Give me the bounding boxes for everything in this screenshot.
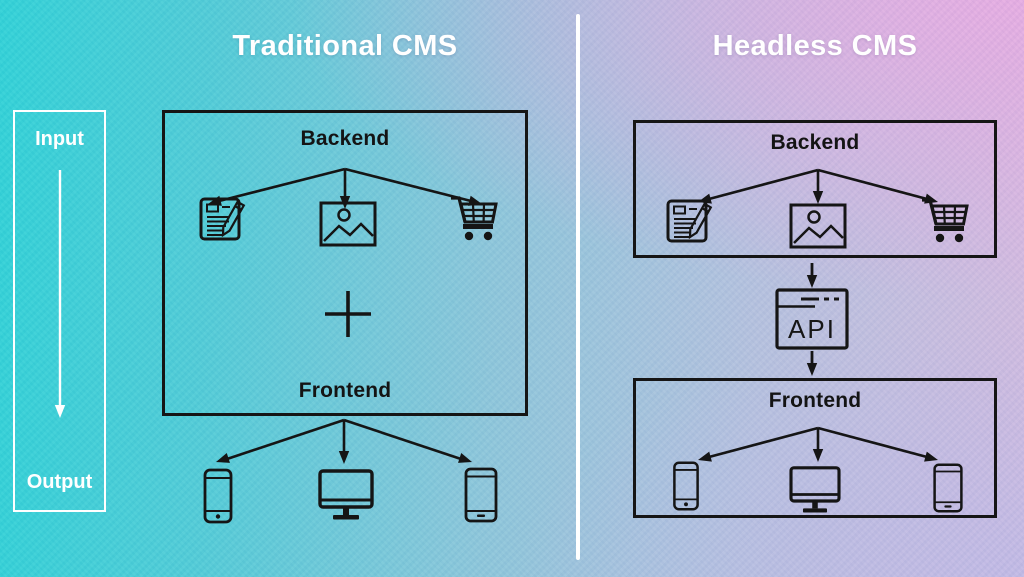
shopping-cart-icon — [451, 196, 498, 241]
traditional-backend-label: Backend — [300, 127, 390, 150]
headless-backend-label: Backend — [770, 131, 860, 154]
desktop-monitor-icon — [789, 466, 841, 513]
down-arrow-icon — [806, 263, 818, 288]
frontend-fan-arrows — [698, 426, 938, 462]
desktop-monitor-icon — [318, 469, 374, 520]
headless-backend-box: Backend — [633, 120, 997, 258]
image-icon — [789, 203, 847, 249]
content-document-icon — [666, 199, 713, 243]
shopping-cart-icon — [922, 198, 969, 243]
headless-frontend-label: Frontend — [768, 389, 862, 412]
api-icon: API — [775, 288, 849, 350]
content-document-icon — [199, 197, 246, 241]
frontend-fan-arrows — [216, 418, 472, 464]
traditional-cms-box: Backend — [162, 110, 528, 416]
headless-frontend-box: Frontend — [633, 378, 997, 518]
traditional-frontend-label: Frontend — [298, 379, 392, 402]
headless-cms-title: Headless CMS — [712, 30, 918, 62]
tablet-icon — [464, 467, 498, 523]
vertical-divider — [576, 14, 580, 560]
input-output-panel: Input Output — [13, 110, 106, 512]
api-label: API — [788, 314, 836, 344]
plus-icon — [325, 291, 371, 337]
input-to-output-arrow-icon — [54, 170, 65, 418]
traditional-cms-title: Traditional CMS — [232, 30, 458, 62]
smartphone-icon — [203, 468, 233, 524]
down-arrow-icon — [806, 351, 818, 376]
smartphone-icon — [673, 461, 699, 511]
input-label: Input — [35, 128, 84, 150]
output-label: Output — [26, 471, 93, 493]
tablet-icon — [933, 463, 963, 513]
backend-fan-arrows — [698, 168, 938, 204]
image-icon — [319, 201, 377, 247]
